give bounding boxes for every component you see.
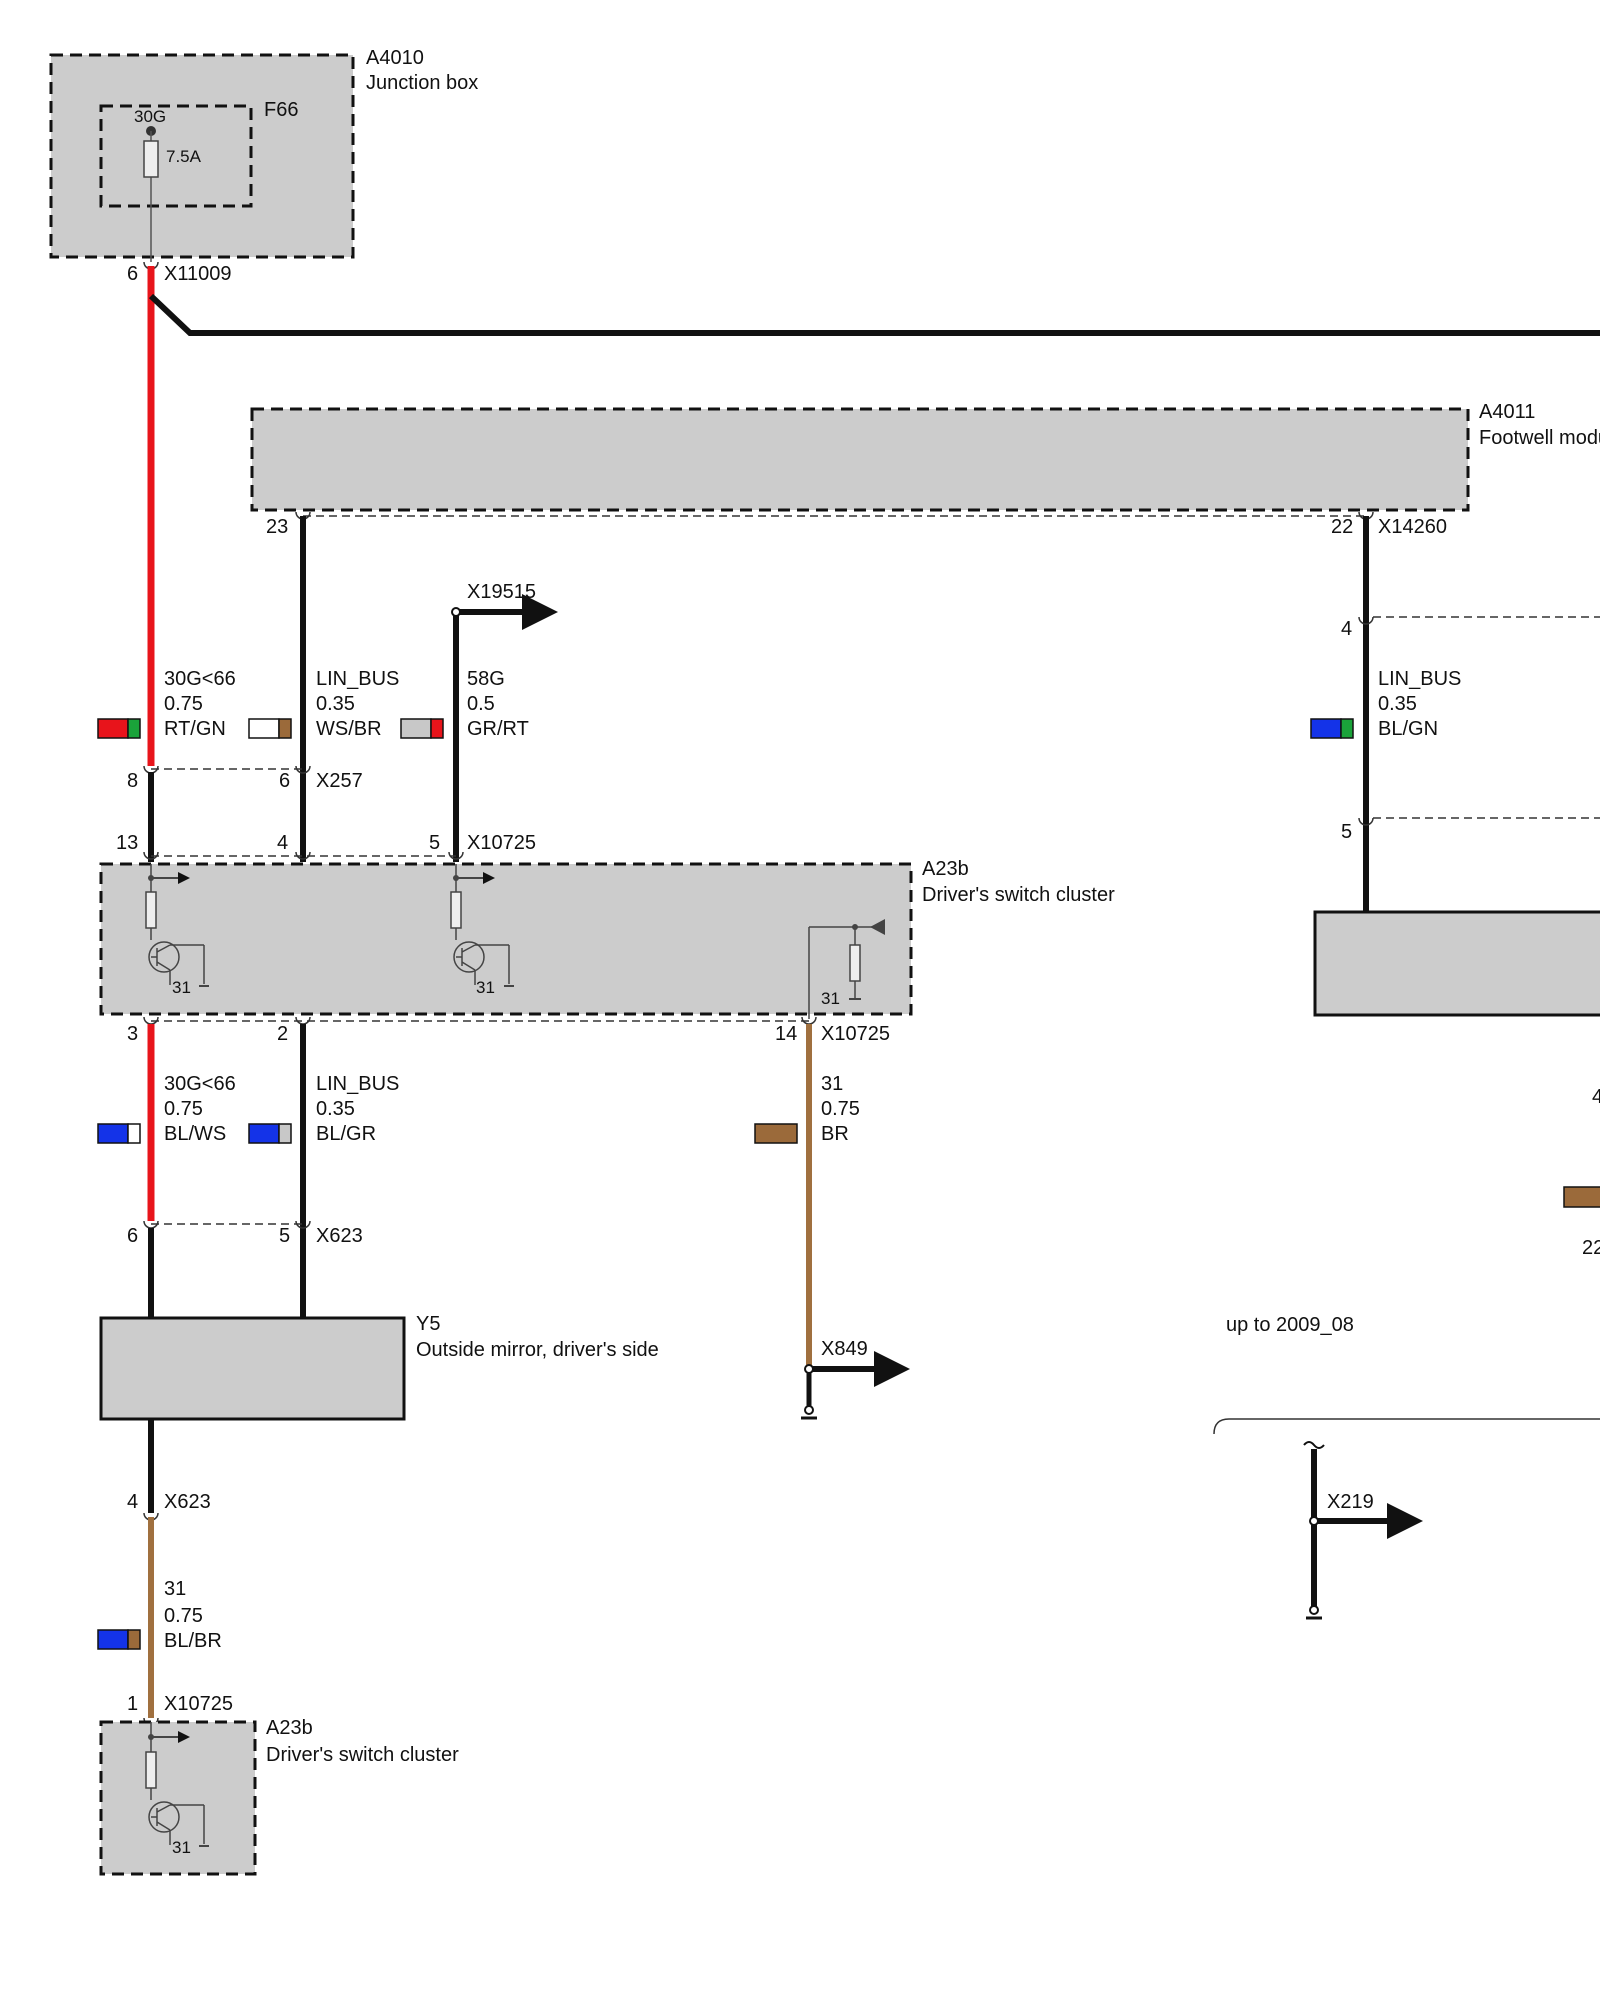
x11009-pin: 6 (127, 263, 138, 285)
f66-terminal: 30G (134, 107, 166, 126)
wire-break-icon (1303, 1441, 1325, 1449)
x257-id: X257 (316, 770, 363, 792)
x257-pin-6: 6 (279, 770, 290, 792)
footwell-module-a4011: A4011 Footwell modu (250, 401, 1600, 512)
svg-text:30G<66: 30G<66 (164, 1073, 236, 1095)
x19515-label: X19515 (467, 581, 536, 603)
a23b-id: A23b (922, 858, 969, 880)
wire-branch-right (148, 293, 1600, 336)
svg-text:RT/GN: RT/GN (164, 718, 226, 740)
svg-text:0.75: 0.75 (164, 693, 203, 715)
a23b-name: Driver's switch cluster (922, 884, 1115, 906)
y5-name: Outside mirror, driver's side (416, 1339, 659, 1361)
svg-text:BL/GN: BL/GN (1378, 718, 1438, 740)
a4011-name: Footwell modu (1479, 427, 1600, 449)
a4011-id: A4011 (1479, 401, 1535, 423)
junction-box-a4010: A4010 Junction box F66 30G 7.5A (49, 47, 478, 262)
wire-label-rt-gn: 30G<66 0.75 RT/GN (97, 668, 236, 740)
x623-id-top: X623 (316, 1225, 363, 1247)
edge-pin-22: 22 (1582, 1237, 1600, 1259)
svg-text:0.75: 0.75 (164, 1605, 203, 1627)
x257-pin-8: 8 (127, 770, 138, 792)
svg-text:WS/BR: WS/BR (316, 718, 382, 740)
wire-label-ws-br: LIN_BUS 0.35 WS/BR (248, 668, 399, 740)
svg-text:0.75: 0.75 (821, 1098, 860, 1120)
fuse-icon (143, 140, 159, 178)
svg-text:GR/RT: GR/RT (467, 718, 529, 740)
switch-cluster-a23b: A23b Driver's switch cluster 31 (99, 858, 1115, 1019)
svg-text:BL/WS: BL/WS (164, 1123, 226, 1145)
y5-id: Y5 (416, 1313, 440, 1335)
a4011-pin-22: 22 (1331, 516, 1353, 538)
a23b-gnd-2: 31 (476, 978, 495, 997)
transistor-switch-icon (145, 1722, 209, 1847)
x14260-pin-4: 4 (1341, 618, 1352, 640)
a4010-name: Junction box (366, 72, 478, 94)
x14260-id: X14260 (1378, 516, 1447, 538)
x219-label: X219 (1327, 1491, 1374, 1513)
svg-text:31: 31 (821, 1073, 843, 1095)
svg-text:BL/BR: BL/BR (164, 1630, 222, 1652)
wire-label-br: 31 0.75 BR (754, 1073, 860, 1145)
x623-id-bot: X623 (164, 1491, 211, 1513)
svg-text:0.35: 0.35 (316, 693, 355, 715)
svg-text:0.75: 0.75 (164, 1098, 203, 1120)
svg-text:LIN_BUS: LIN_BUS (1378, 668, 1461, 690)
x623-pin-4: 4 (127, 1491, 138, 1513)
svg-text:0.5: 0.5 (467, 693, 495, 715)
svg-text:0.35: 0.35 (1378, 693, 1417, 715)
svg-text:30G<66: 30G<66 (164, 668, 236, 690)
x10725-pin-2: 2 (277, 1023, 288, 1045)
wire-label-gr-rt: 58G 0.5 GR/RT (400, 668, 529, 740)
x10725-pin-3: 3 (127, 1023, 138, 1045)
svg-text:BR: BR (821, 1123, 849, 1145)
edge-wire-swatch (1563, 1186, 1600, 1208)
wire-label-bl-ws: 30G<66 0.75 BL/WS (97, 1073, 236, 1145)
svg-text:0.35: 0.35 (316, 1098, 355, 1120)
x14260-pin-5: 5 (1341, 821, 1352, 843)
svg-text:58G: 58G (467, 668, 505, 690)
wire-label-bl-br: 31 0.75 BL/BR (97, 1578, 222, 1652)
a23b-gnd-1: 31 (172, 978, 191, 997)
x10725-id-bot: X10725 (821, 1023, 890, 1045)
a23b-bottom-name: Driver's switch cluster (266, 1744, 459, 1766)
x623-pin-5: 5 (279, 1225, 290, 1247)
f66-id: F66 (264, 99, 298, 121)
svg-text:LIN_BUS: LIN_BUS (316, 668, 399, 690)
right-component-box (1313, 910, 1600, 1017)
svg-text:LIN_BUS: LIN_BUS (316, 1073, 399, 1095)
resistor-ground-icon (808, 919, 885, 1019)
x10725-pin-14: 14 (775, 1023, 797, 1045)
a23b-bottom-id: A23b (266, 1717, 313, 1739)
f66-rating: 7.5A (166, 147, 202, 166)
transistor-switch-icon (145, 864, 209, 987)
x11009-id: X11009 (164, 263, 231, 285)
a23b-gnd-3: 31 (821, 989, 840, 1008)
x10725-pin-13: 13 (116, 832, 138, 854)
a4011-pin-23: 23 (266, 516, 288, 538)
x10725-pin-4: 4 (277, 832, 288, 854)
a23b-bottom-gnd: 31 (172, 1838, 191, 1857)
outside-mirror-y5: Y5 Outside mirror, driver's side (99, 1313, 659, 1421)
x10725-pin-1: 1 (127, 1693, 138, 1715)
variant-note: up to 2009_08 (1226, 1314, 1354, 1336)
x849-label: X849 (821, 1338, 868, 1360)
x10725-pin-5: 5 (429, 832, 440, 854)
switch-cluster-a23b-bottom: A23b Driver's switch cluster 31 (99, 1717, 459, 1876)
wire-label-bl-gn: LIN_BUS 0.35 BL/GN (1310, 668, 1461, 740)
x10725-id-top: X10725 (467, 832, 536, 854)
edge-pin-4: 4 (1592, 1086, 1600, 1108)
fuse-f66-box (99, 104, 253, 208)
transistor-switch-icon (450, 864, 514, 987)
wire-label-bl-gr: LIN_BUS 0.35 BL/GR (248, 1073, 399, 1145)
svg-text:31: 31 (164, 1578, 186, 1600)
variant-bracket (1213, 1418, 1600, 1435)
x10725-id-last: X10725 (164, 1693, 233, 1715)
svg-text:BL/GR: BL/GR (316, 1123, 376, 1145)
a4010-id: A4010 (366, 47, 424, 69)
x623-pin-6: 6 (127, 1225, 138, 1247)
